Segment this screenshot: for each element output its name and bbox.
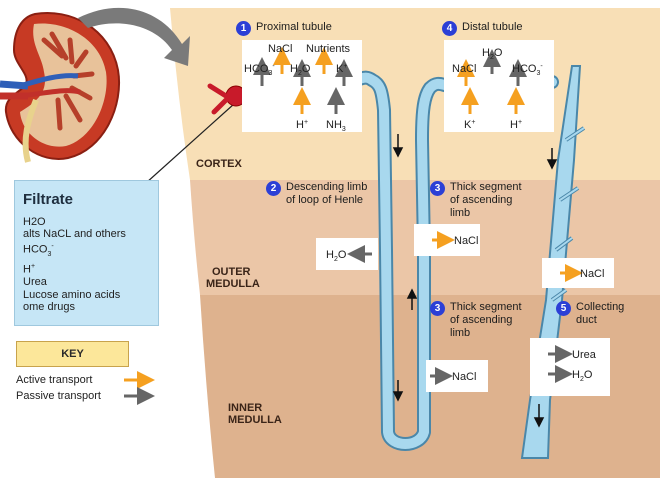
- glomerulus: [207, 83, 247, 115]
- filtrate-item: alts NaCL and others: [23, 228, 126, 241]
- proximal-nh3: NH3: [326, 119, 346, 133]
- thick-nacl: NaCl: [454, 235, 478, 247]
- proximal-arrows: [253, 47, 353, 114]
- proximal-nacl: NaCl: [268, 43, 292, 55]
- outer-medulla-label-2: MEDULLA: [206, 278, 260, 290]
- outer-cd-nacl: NaCl: [580, 268, 604, 280]
- kidney-illustration: [0, 12, 120, 163]
- outer-medulla-label-1: OUTER: [212, 266, 251, 278]
- distal-k: K+: [464, 119, 475, 131]
- distal-hco3: HCO3-: [512, 63, 543, 77]
- distal-arrows: [457, 49, 527, 114]
- filtrate-item: ome drugs: [23, 300, 75, 313]
- inner-medulla-label-1: INNER: [228, 402, 263, 414]
- key-passive-label: Passive transport: [16, 390, 101, 402]
- key-title: KEY: [16, 341, 129, 367]
- descending-h2o: H2O: [326, 249, 347, 263]
- proximal-hco3: HCO3-: [244, 63, 275, 77]
- proximal-h2o: H2O: [290, 63, 311, 77]
- filtrate-item: H2O: [23, 216, 46, 228]
- distal-h2o: H2O: [482, 47, 503, 61]
- inner-medulla-label-2: MEDULLA: [228, 414, 282, 426]
- step-badge: 3: [430, 301, 445, 316]
- zoom-arrow: [78, 7, 190, 67]
- filtrate-title: Filtrate: [23, 191, 74, 208]
- filtrate-item: Lucose amino acids: [23, 288, 121, 301]
- inner-thick-nacl: NaCl: [452, 371, 476, 383]
- cd-urea: Urea: [572, 349, 597, 361]
- distal-h: H+: [510, 119, 522, 131]
- filtrate-item: HCO3-: [23, 242, 54, 258]
- step-badge: 1: [236, 21, 251, 36]
- step-badge: 5: [556, 301, 571, 316]
- cd-urea-h2o-box: [530, 338, 610, 396]
- filtrate-item: H+: [23, 263, 36, 276]
- pointer-line: [145, 103, 235, 184]
- step-badge: 3: [430, 181, 445, 196]
- cd-h2o: H2O: [572, 369, 593, 383]
- step-badge: 4: [442, 21, 457, 36]
- distal-nacl: NaCl: [452, 63, 476, 75]
- step-badge: 2: [266, 181, 281, 196]
- key-active-label: Active transport: [16, 374, 93, 386]
- filtrate-item: Urea: [23, 276, 47, 289]
- flow-arrows: [392, 134, 558, 428]
- proximal-nutrients: Nutrients: [306, 43, 351, 55]
- proximal-k: K+: [336, 63, 347, 75]
- cortex-label: CORTEX: [196, 158, 242, 170]
- filtrate-box: Filtrate H2O alts NaCL and others HCO3- …: [14, 180, 159, 326]
- proximal-h: H+: [296, 119, 308, 131]
